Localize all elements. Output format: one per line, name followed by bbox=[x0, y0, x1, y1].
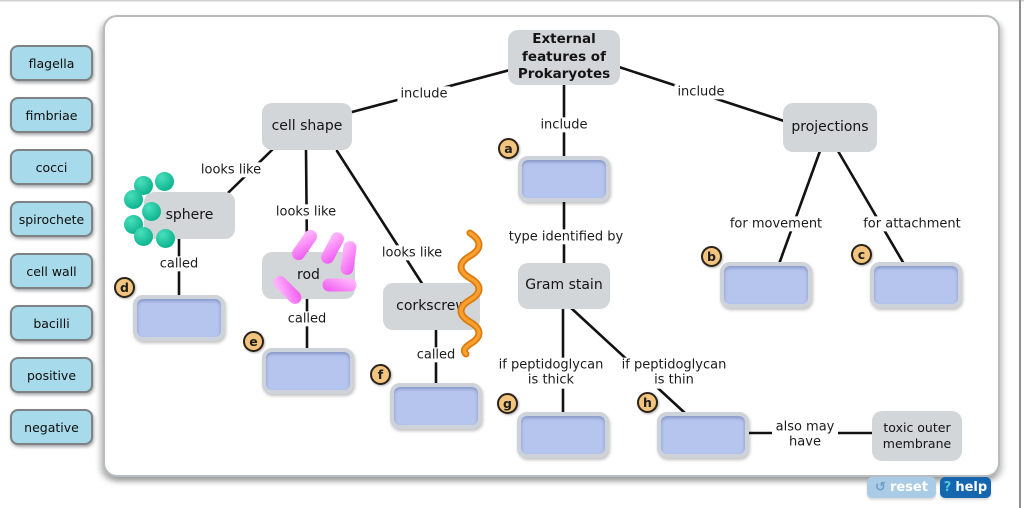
help-button[interactable]: ? help bbox=[940, 477, 991, 498]
drop-zone-h[interactable] bbox=[657, 412, 749, 458]
edge-label-looks-like-corkscrew: looks like bbox=[378, 245, 446, 261]
zone-badge-d: d bbox=[114, 277, 135, 298]
zone-badge-a: a bbox=[498, 138, 519, 159]
term-chip-flagella[interactable]: flagella bbox=[10, 45, 93, 81]
term-chip-negative[interactable]: negative bbox=[10, 409, 93, 445]
term-chip-cocci[interactable]: cocci bbox=[10, 149, 93, 185]
node-cell-shape: cell shape bbox=[262, 103, 352, 150]
page-top-border bbox=[0, 0, 1024, 2]
zone-badge-f: f bbox=[370, 364, 391, 385]
zone-badge-e: e bbox=[243, 331, 264, 352]
node-corkscrew: corkscrew bbox=[383, 283, 480, 330]
drop-zone-f[interactable] bbox=[390, 383, 482, 429]
edge-label-if-thick: if peptidoglycan is thick bbox=[493, 357, 609, 389]
edge-label-for-attachment: for attachment bbox=[860, 216, 964, 232]
node-rod: rod bbox=[262, 252, 355, 299]
edge-label-include-middle: include bbox=[537, 117, 591, 133]
edge-label-also-may-have: also may have bbox=[772, 419, 838, 451]
reset-button-label: reset bbox=[889, 480, 928, 495]
zone-badge-h: h bbox=[637, 392, 658, 413]
term-chip-positive[interactable]: positive bbox=[10, 357, 93, 393]
edge-label-looks-like-rod: looks like bbox=[272, 204, 340, 220]
edge-label-looks-like-sphere: looks like bbox=[197, 162, 265, 178]
reset-button[interactable]: ↺ reset bbox=[867, 477, 936, 498]
reset-icon: ↺ bbox=[875, 480, 886, 495]
term-chip-cell-wall[interactable]: cell wall bbox=[10, 253, 93, 289]
drop-zone-g[interactable] bbox=[517, 412, 609, 458]
node-gram-stain: Gram stain bbox=[518, 263, 610, 309]
edge-label-include-right: include bbox=[674, 84, 728, 100]
term-chip-bacilli[interactable]: bacilli bbox=[10, 305, 93, 341]
drop-zone-b[interactable] bbox=[720, 262, 812, 308]
drop-zone-a[interactable] bbox=[518, 156, 610, 202]
help-button-label: help bbox=[955, 480, 988, 495]
term-chip-spirochete[interactable]: spirochete bbox=[10, 201, 93, 237]
drop-zone-e[interactable] bbox=[262, 348, 354, 394]
edge-label-called-sphere: called bbox=[156, 256, 202, 272]
node-root: External features of Prokaryotes bbox=[508, 30, 620, 85]
node-sphere: sphere bbox=[144, 192, 235, 239]
drop-zone-d[interactable] bbox=[133, 295, 225, 341]
edge-label-called-rod: called bbox=[284, 311, 330, 327]
edge-label-type-identified-by: type identified by bbox=[505, 229, 627, 245]
node-projections: projections bbox=[783, 103, 877, 152]
zone-badge-g: g bbox=[497, 393, 518, 414]
edge-label-include-left: include bbox=[397, 86, 451, 102]
term-chip-fimbriae[interactable]: fimbriae bbox=[10, 97, 93, 133]
zone-badge-c: c bbox=[851, 244, 872, 265]
edge-label-for-movement: for movement bbox=[726, 216, 826, 232]
edge-label-called-corkscrew: called bbox=[413, 347, 459, 363]
page-right-border bbox=[1019, 0, 1021, 508]
drop-zone-c[interactable] bbox=[870, 262, 962, 308]
node-toxic-outer-membrane: toxic outer membrane bbox=[872, 411, 962, 461]
edge-label-if-thin: if peptidoglycan is thin bbox=[616, 357, 732, 389]
zone-badge-b: b bbox=[701, 246, 722, 267]
question-mark-icon: ? bbox=[943, 480, 952, 495]
